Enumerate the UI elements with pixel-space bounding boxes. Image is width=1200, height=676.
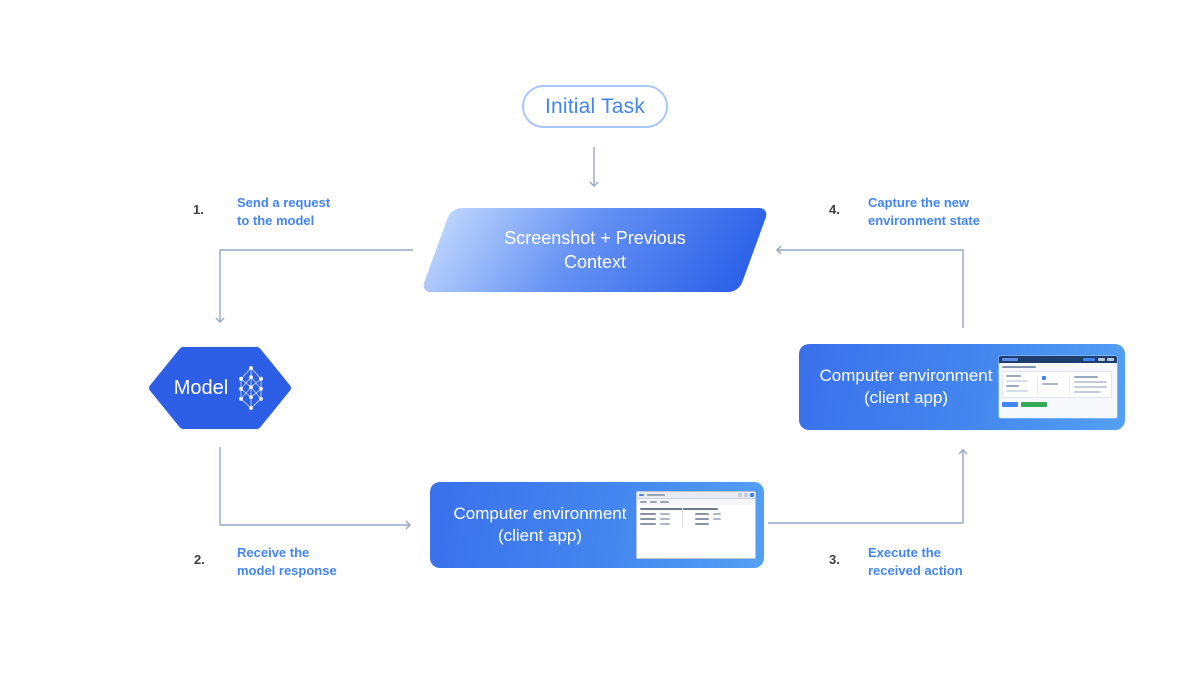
env-node-right: Computer environment (client app) — [799, 344, 1125, 430]
panel-divider — [1037, 375, 1038, 394]
table-cell — [713, 513, 721, 515]
table-cell — [660, 513, 670, 515]
window-icon — [639, 494, 644, 496]
arrow-env-bottom-to-env-right — [768, 449, 968, 524]
form-line — [1074, 391, 1101, 393]
web-app-screenshot-thumbnail — [999, 356, 1117, 418]
thumbnail-heading-line — [1002, 366, 1036, 368]
form-line — [1042, 383, 1058, 385]
thumbnail-blue-button — [1002, 402, 1018, 407]
window-title-text — [647, 494, 665, 496]
table-cell — [695, 523, 709, 525]
thumbnail-topbar — [999, 356, 1117, 363]
table-cell — [640, 523, 656, 525]
model-node-label: Model — [173, 376, 229, 399]
env-node-bottom-label: Computer environment (client app) — [453, 504, 627, 545]
context-node-label: Screenshot + Previous Context — [504, 228, 686, 272]
hexagon-shape — [149, 347, 291, 429]
window-maximize-button — [744, 493, 748, 497]
step-2-label: Receive the model response — [237, 545, 337, 578]
thumbnail-green-button — [1021, 402, 1047, 407]
panel-divider — [1069, 375, 1070, 394]
menu-item — [650, 501, 657, 503]
thumbnail-topbar-logo — [1002, 358, 1018, 361]
form-line — [1006, 385, 1019, 387]
step-4-label: Capture the new environment state — [868, 195, 980, 228]
table-header-row — [640, 508, 718, 510]
table-cell — [640, 513, 656, 515]
initial-task-label: Initial Task — [544, 94, 646, 118]
form-line — [1006, 375, 1021, 377]
form-line — [1074, 386, 1107, 388]
menu-item — [660, 501, 669, 503]
thumbnail-topbar-item — [1107, 358, 1114, 361]
env-node-bottom-label-wrap: Computer environment (client app) — [444, 503, 636, 547]
desktop-app-screenshot-thumbnail — [636, 491, 756, 559]
table-cell — [640, 518, 656, 520]
step-3-number: 3. — [829, 552, 840, 567]
step-2-number: 2. — [194, 552, 205, 567]
panel-icon — [1042, 376, 1046, 380]
step-1-number: 1. — [193, 202, 204, 217]
thumbnail-topbar-button — [1083, 358, 1095, 361]
window-titlebar — [637, 492, 755, 499]
initial-task-node: Initial Task — [522, 85, 668, 128]
table-cell — [660, 523, 670, 525]
step-1-label: Send a request to the model — [237, 195, 331, 228]
arrow-context-to-model — [215, 249, 413, 323]
form-line — [1006, 390, 1028, 392]
table-cell — [695, 513, 709, 515]
table-cell — [660, 518, 670, 520]
env-node-bottom: Computer environment (client app) — [430, 482, 764, 568]
thumbnail-form-panel — [1002, 371, 1112, 398]
env-node-right-label-wrap: Computer environment (client app) — [813, 365, 999, 409]
step-4-number: 4. — [829, 202, 840, 217]
table-column-divider — [682, 508, 683, 527]
arrow-env-right-to-context — [776, 245, 964, 328]
form-line — [1074, 381, 1107, 383]
thumbnail-topbar-item — [1098, 358, 1105, 361]
window-menubar — [637, 499, 755, 505]
table-cell — [713, 518, 721, 520]
model-node: Model — [145, 343, 295, 433]
form-line — [1006, 380, 1028, 382]
env-node-right-label: Computer environment (client app) — [819, 366, 993, 407]
arrow-model-to-env-bottom — [219, 447, 411, 530]
form-line — [1074, 376, 1098, 378]
window-minimize-button — [738, 493, 742, 497]
neural-network-icon — [239, 366, 264, 410]
menu-item — [640, 501, 647, 503]
table-cell — [695, 518, 709, 520]
context-node-label-wrap: Screenshot + Previous Context — [436, 208, 754, 292]
window-close-button — [750, 493, 754, 497]
step-3-label: Execute the received action — [868, 545, 963, 578]
model-node-content: Model — [145, 343, 295, 433]
